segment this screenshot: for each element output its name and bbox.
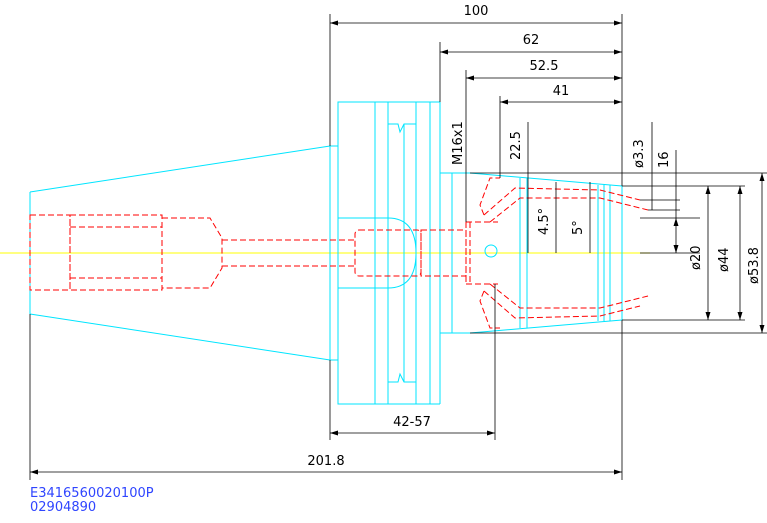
dim-angle-4-5: 4.5° xyxy=(537,208,552,235)
dim-dia-44: ø44 xyxy=(717,248,732,273)
dim-length-100: 100 xyxy=(464,4,489,19)
dim-length-41: 41 xyxy=(553,84,570,99)
part-code: E3416560020100P xyxy=(30,486,154,501)
dim-length-62: 62 xyxy=(523,33,540,48)
coolant-hole xyxy=(484,244,498,258)
dim-thread: M16x1 xyxy=(451,121,466,165)
dimension-arrows xyxy=(30,20,765,475)
dim-length-52-5: 52.5 xyxy=(530,59,559,74)
order-number: 02904890 xyxy=(30,500,97,515)
dim-overall-length: 201.8 xyxy=(307,454,344,469)
dim-dia-53-8: ø53.8 xyxy=(747,247,762,284)
hidden-lines xyxy=(29,177,649,329)
dim-16: 16 xyxy=(657,151,672,168)
dim-dia-3-3: ø3.3 xyxy=(632,139,647,168)
dim-angle-5: 5° xyxy=(571,220,586,235)
holder-outline xyxy=(29,101,623,405)
dim-range-42-57: 42-57 xyxy=(393,415,431,430)
dim-depth-22-5: 22.5 xyxy=(509,131,524,160)
dimension-lines xyxy=(29,14,767,480)
dim-dia-20: ø20 xyxy=(689,246,704,271)
